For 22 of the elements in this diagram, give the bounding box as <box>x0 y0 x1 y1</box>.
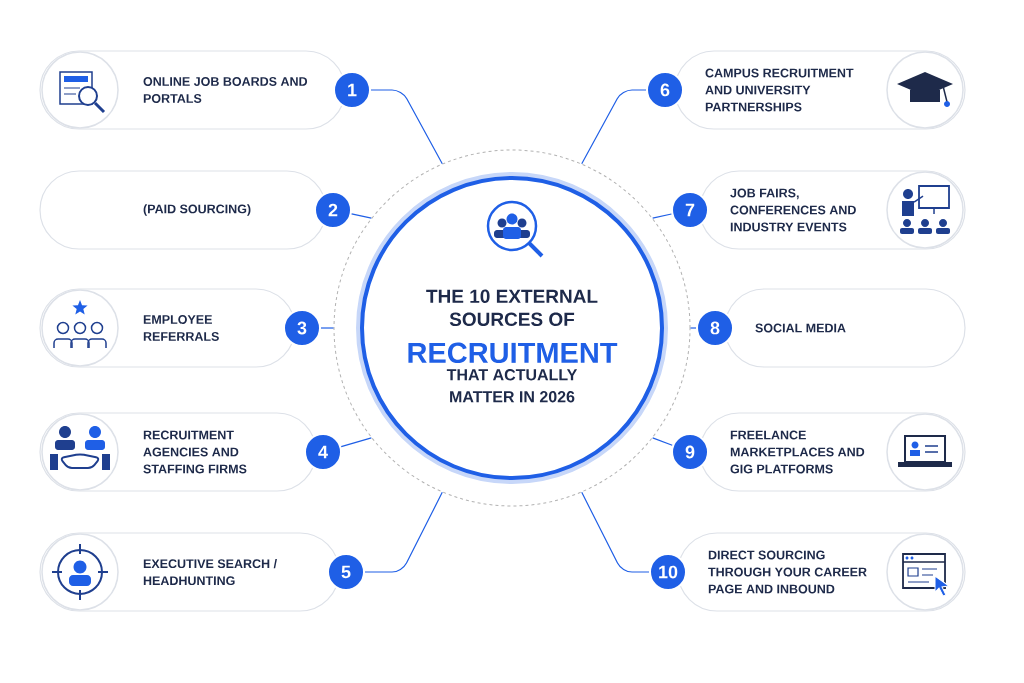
source-card: (PAID SOURCING) <box>39 170 327 250</box>
number-badge: 4 <box>304 433 342 471</box>
connector-line <box>320 327 335 329</box>
connector-line <box>652 213 673 219</box>
number-badge: 8 <box>696 309 734 347</box>
number-badge: 10 <box>649 553 687 591</box>
connector-line <box>364 491 443 573</box>
connector-line <box>652 437 673 446</box>
number-badge: 2 <box>314 191 352 229</box>
number-badge: 3 <box>283 309 321 347</box>
connector-line <box>351 213 372 219</box>
number-badge: 1 <box>333 71 371 109</box>
number-badge: 5 <box>327 553 365 591</box>
connector-line <box>689 327 697 329</box>
number-badge: 7 <box>671 191 709 229</box>
number-badge: 6 <box>646 71 684 109</box>
number-badge: 9 <box>671 433 709 471</box>
connector-line <box>581 89 647 165</box>
connector-line <box>370 89 443 165</box>
source-card: SOCIAL MEDIA <box>724 288 966 368</box>
connector-line <box>340 437 372 448</box>
connector-line <box>581 491 650 573</box>
